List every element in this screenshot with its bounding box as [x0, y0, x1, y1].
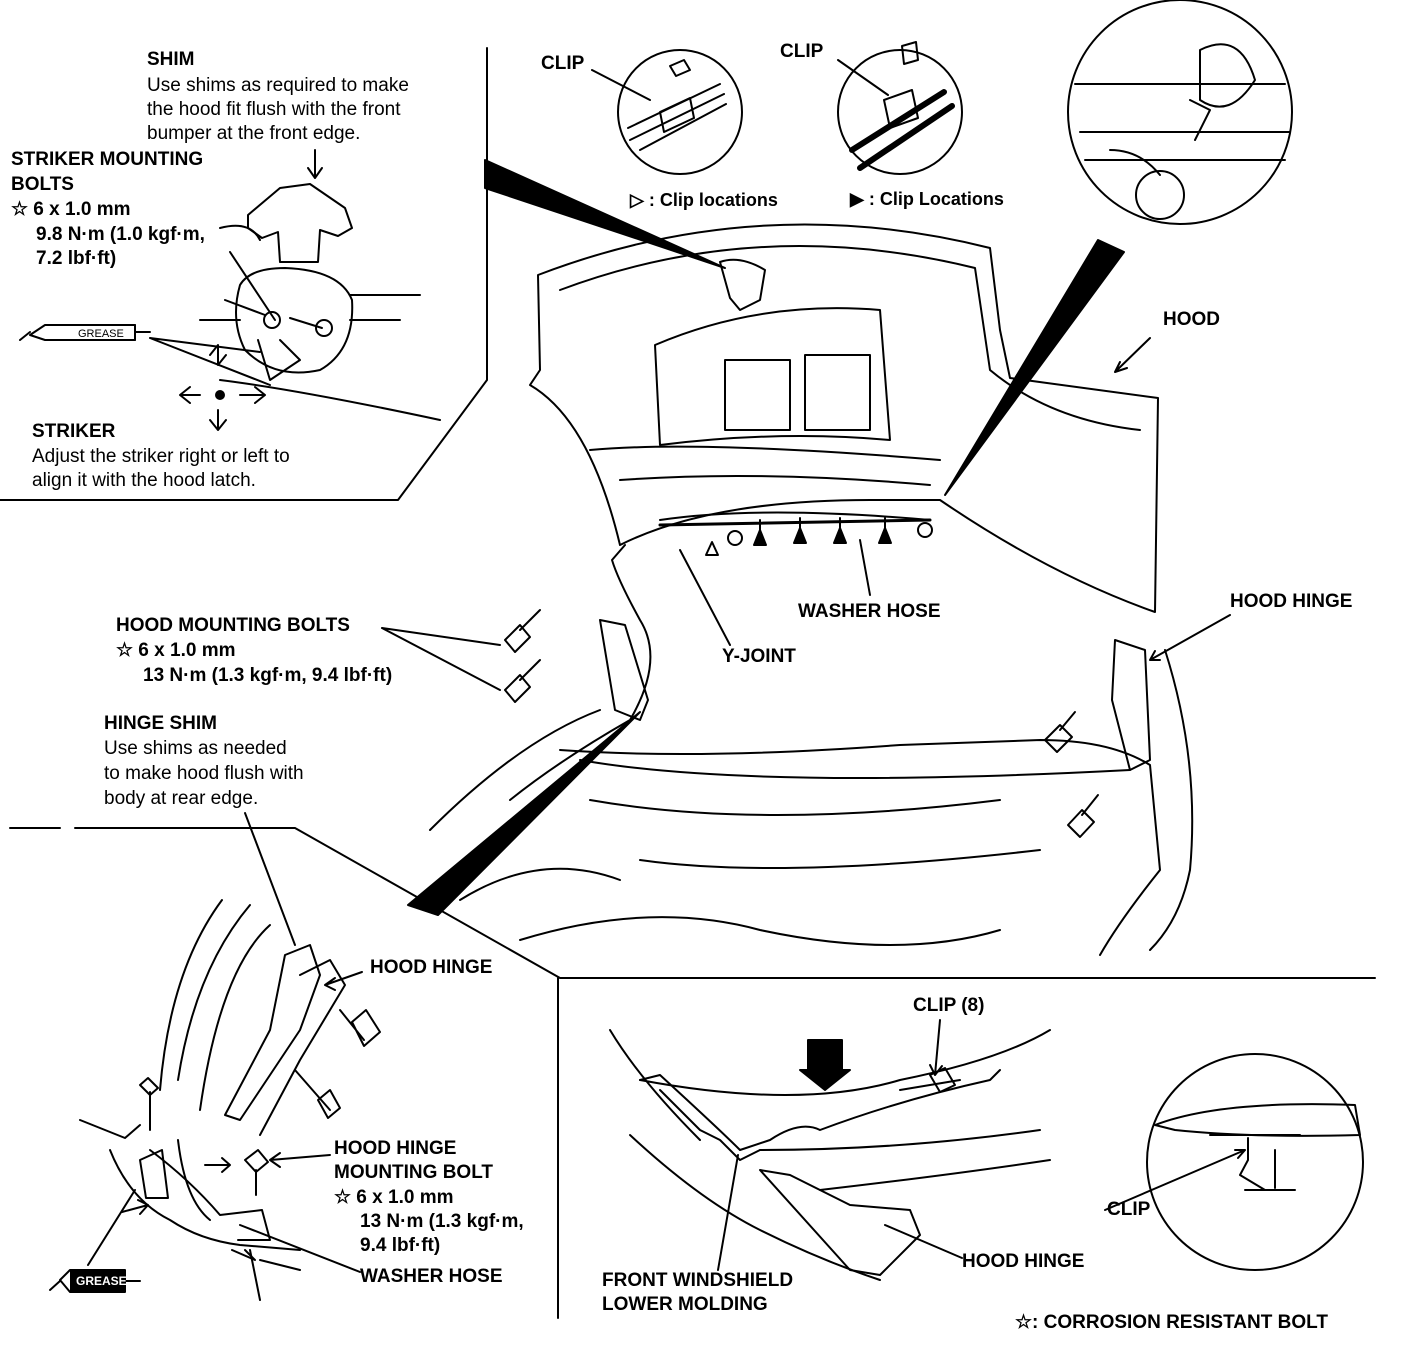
striker-bolts-title-line2: BOLTS	[11, 174, 74, 195]
hinge-shim-desc-line1: Use shims as needed	[104, 738, 287, 759]
hood-label: HOOD	[1163, 309, 1220, 330]
shim-title: SHIM	[147, 49, 195, 70]
molding-inset	[609, 1029, 1051, 1281]
striker-title: STRIKER	[32, 421, 116, 442]
grease-tube-label-top: GREASE	[78, 328, 124, 340]
clip-label-right: CLIP	[780, 41, 824, 62]
washer-hose-label-center: WASHER HOSE	[798, 601, 941, 622]
hinge-inset	[49, 899, 381, 1301]
hood-bolts-title: HOOD MOUNTING BOLTS	[116, 615, 350, 636]
hinge-bolt-title-line2: MOUNTING BOLT	[334, 1162, 494, 1183]
hinge-shim-title: HINGE SHIM	[104, 713, 217, 734]
callout-wedge-latch	[944, 239, 1125, 496]
striker-bolts-title-line1: STRIKER MOUNTING	[11, 149, 204, 170]
clip-inset-left	[617, 49, 743, 175]
hood-bolts-spec: ☆ 6 x 1.0 mm	[116, 640, 236, 661]
clip-label-bottom: CLIP	[1107, 1199, 1151, 1220]
corrosion-legend: ☆: CORROSION RESISTANT BOLT	[1015, 1312, 1328, 1333]
hinge-bolt-title-line1: HOOD HINGE	[334, 1138, 457, 1159]
hinge-bolt-torque-line2: 9.4 lbf·ft)	[360, 1235, 441, 1256]
callout-wedge-clip	[484, 159, 726, 269]
hood-bolts-torque: 13 N·m (1.3 kgf·m, 9.4 lbf·ft)	[143, 665, 393, 686]
washer-hose-label-left: WASHER HOSE	[360, 1266, 503, 1287]
striker-desc-line2: align it with the hood latch.	[32, 470, 256, 491]
molding-label-line2: LOWER MOLDING	[602, 1294, 768, 1315]
panel-borders	[0, 47, 1376, 1319]
hinge-shim-desc-line2: to make hood flush with	[104, 763, 304, 784]
hood-hinge-label-top: HOOD HINGE	[1230, 591, 1353, 612]
striker-desc-line1: Adjust the striker right or left to	[32, 446, 290, 467]
hinge-bolt-torque-line1: 13 N·m (1.3 kgf·m,	[360, 1211, 524, 1232]
clip-count-label: CLIP (8)	[913, 995, 985, 1016]
clip-legend-right: ▶ : Clip Locations	[850, 189, 1004, 209]
hinge-bolt-spec: ☆ 6 x 1.0 mm	[334, 1187, 454, 1208]
hood-hinge-label-bottom: HOOD HINGE	[962, 1251, 1085, 1272]
callout-wedge-hinge	[407, 711, 641, 916]
clip-inset-right	[837, 41, 963, 175]
clip-label-left: CLIP	[541, 53, 585, 74]
clip-legend-left: ▷ : Clip locations	[630, 190, 778, 210]
striker-bolts-torque-line1: 9.8 N·m (1.0 kgf·m,	[36, 224, 205, 245]
shim-desc-line1: Use shims as required to make	[147, 75, 409, 96]
hood-drawing	[429, 223, 1194, 956]
hood-bolts-art	[381, 609, 1099, 838]
striker-inset	[19, 149, 441, 431]
hinge-shim-desc-line3: body at rear edge.	[104, 788, 259, 809]
shim-desc-line2: the hood fit flush with the front	[147, 99, 401, 120]
y-joint-label: Y-JOINT	[722, 646, 796, 667]
molding-label-line1: FRONT WINDSHIELD	[602, 1270, 794, 1291]
striker-bolts-torque-line2: 7.2 lbf·ft)	[36, 248, 117, 269]
latch-inset	[1067, 0, 1293, 225]
striker-bolts-spec: ☆ 6 x 1.0 mm	[11, 199, 131, 220]
grease-tube-label: GREASE	[76, 1274, 127, 1288]
hood-hinge-label-left: HOOD HINGE	[370, 957, 493, 978]
shim-desc-line3: bumper at the front edge.	[147, 123, 361, 144]
clip-inset-bottom	[1146, 1053, 1364, 1271]
